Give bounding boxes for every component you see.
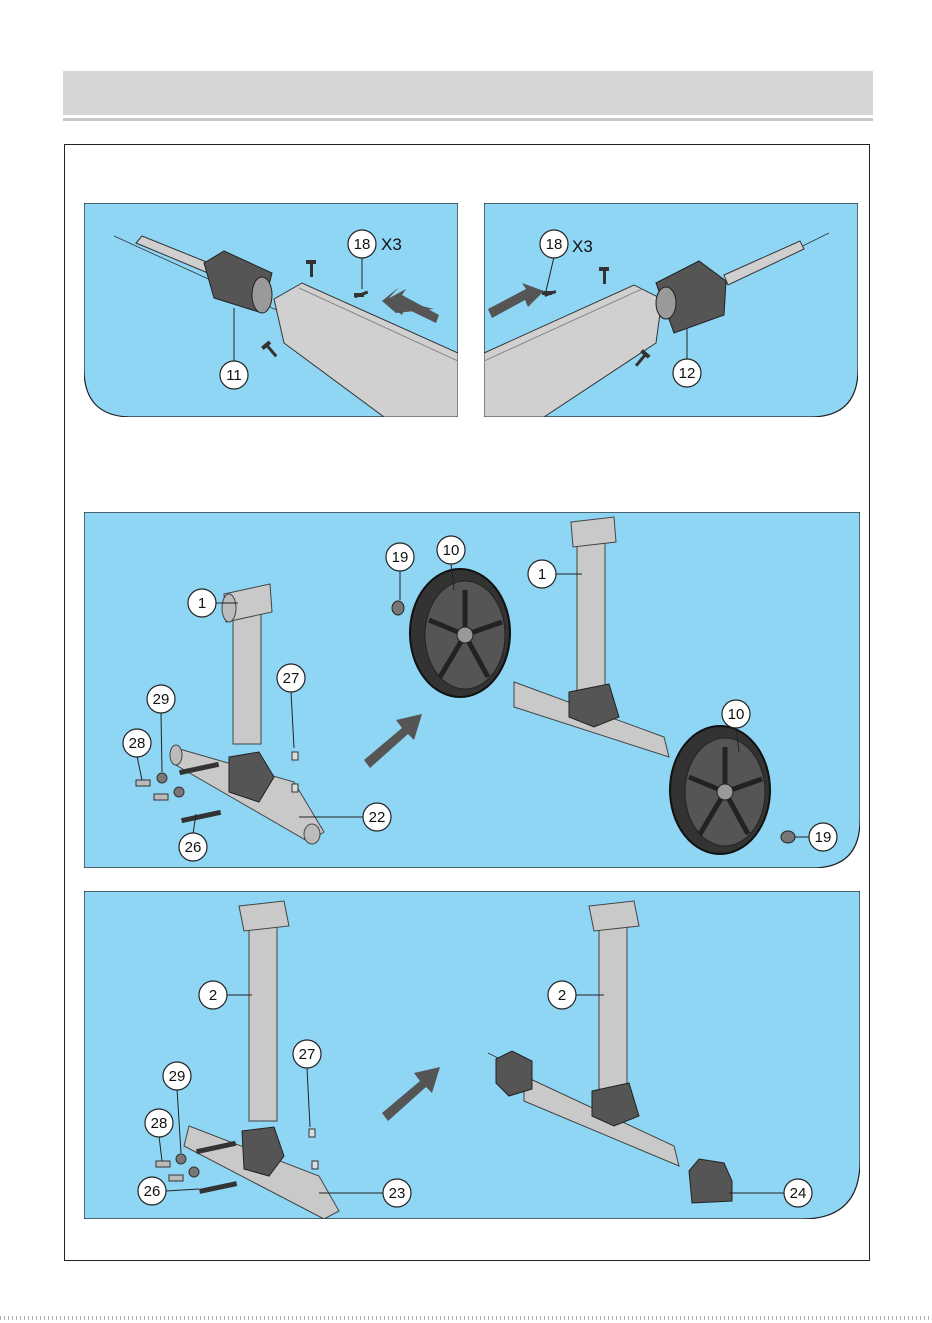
callout-10: 10 <box>443 542 460 559</box>
callout-1: 1 <box>198 595 206 612</box>
callout-1: 1 <box>538 566 546 583</box>
callout-19: 19 <box>392 549 409 566</box>
step2-panel: 1 27 29 28 26 22 19 <box>84 512 860 868</box>
callout-2: 2 <box>209 987 217 1004</box>
callout-11: 11 <box>226 367 242 384</box>
callout-27: 27 <box>299 1046 316 1063</box>
callout-22: 22 <box>369 809 386 826</box>
callout-29: 29 <box>169 1068 186 1085</box>
multiplier-label: X3 <box>381 235 402 254</box>
callout-10: 10 <box>728 706 745 723</box>
callout-26: 26 <box>185 839 202 856</box>
callout-29: 29 <box>153 691 170 708</box>
callout-24: 24 <box>790 1185 807 1202</box>
header-bar <box>63 71 873 115</box>
callout-28: 28 <box>129 735 146 752</box>
callout-19: 19 <box>815 829 832 846</box>
callout-28: 28 <box>151 1115 168 1132</box>
bottom-dotted-rule <box>0 1316 932 1320</box>
step1-right-panel: 18 X3 12 <box>484 203 858 417</box>
header-rule <box>63 118 873 121</box>
callout-18: 18 <box>546 236 563 253</box>
callout-18: 18 <box>354 236 371 253</box>
step1-left-panel: 11 18 X3 <box>84 203 458 417</box>
step3-panel: 2 27 29 28 26 23 2 24 <box>84 891 860 1219</box>
multiplier-label: X3 <box>572 237 593 256</box>
callout-12: 12 <box>679 365 696 382</box>
callout-27: 27 <box>283 670 300 687</box>
callout-26: 26 <box>144 1183 161 1200</box>
callout-23: 23 <box>389 1185 406 1202</box>
callout-2: 2 <box>558 987 566 1004</box>
